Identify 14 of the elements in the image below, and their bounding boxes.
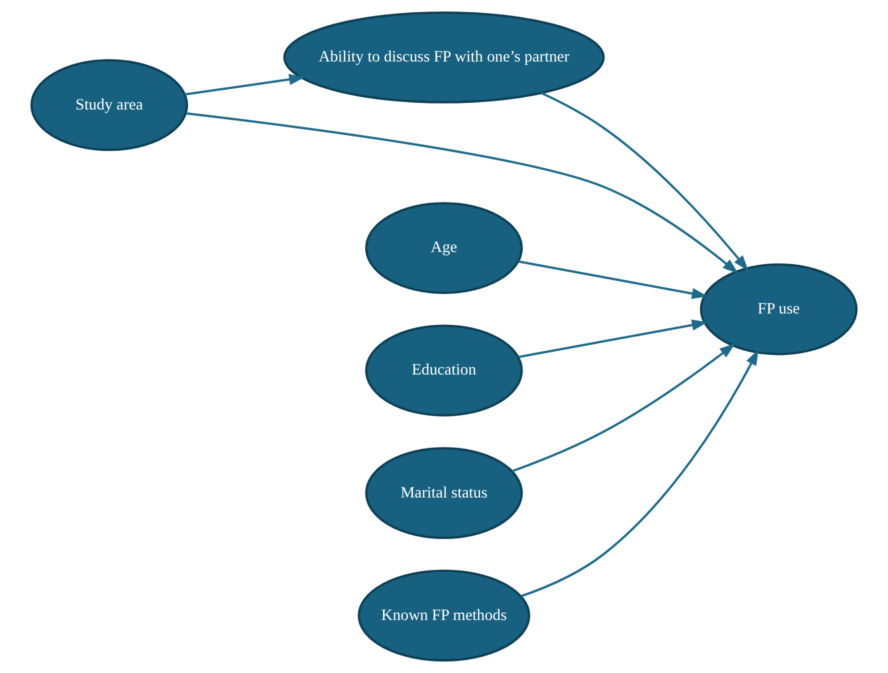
node-ellipse: Age (365, 202, 523, 294)
node-ellipse: FP use (700, 263, 858, 356)
node-ellipse: Ability to discuss FP with one’s partner (283, 12, 605, 104)
node-ellipse: Education (365, 324, 523, 416)
arrow (520, 349, 759, 598)
node-ellipse: Known FP methods (358, 570, 530, 662)
arrow (518, 260, 708, 299)
arrow (540, 92, 749, 272)
arrow (518, 320, 708, 358)
node-ellipse: Marital status (365, 447, 523, 539)
node-ellipse: Study area (30, 59, 188, 152)
arrow (512, 343, 736, 472)
arrow (186, 112, 738, 274)
arrow (184, 74, 306, 96)
